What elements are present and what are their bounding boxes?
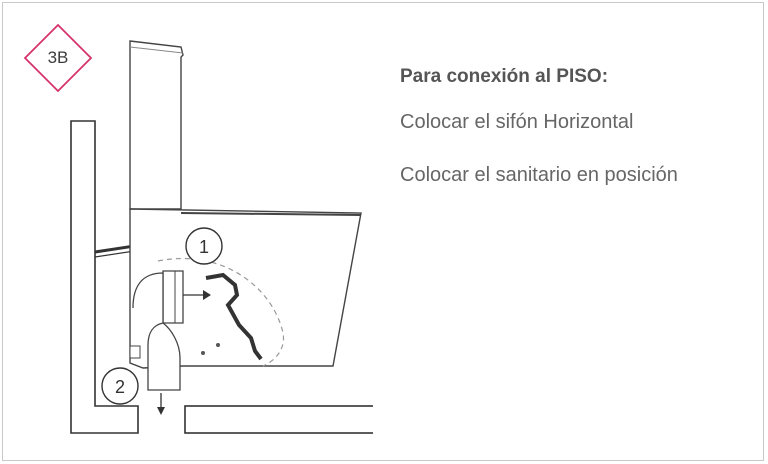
floor-slab <box>184 405 373 434</box>
step-2-number: 2 <box>115 377 125 397</box>
step-1-callout: 1 <box>185 227 223 265</box>
toilet-installation-diagram: 1 2 <box>70 40 373 434</box>
waste-elbow <box>132 272 181 391</box>
siphon-connector <box>162 270 184 324</box>
step-badge-label: 3B <box>47 48 69 67</box>
instruction-line-2: Colocar el sanitario en posición <box>400 164 678 186</box>
instructions: Para conexión al PISO: Colocar el sifón … <box>400 63 760 186</box>
step-1-number: 1 <box>199 237 209 257</box>
step-2-callout: 2 <box>101 367 139 405</box>
cistern <box>129 40 184 210</box>
instruction-line-1: Colocar el sifón Horizontal <box>400 111 634 133</box>
instructions-heading: Para conexión al PISO: <box>400 66 609 87</box>
internal-trap <box>205 272 263 361</box>
wall-and-floor <box>70 120 139 434</box>
diamond-icon <box>23 23 93 93</box>
step-badge: 3B <box>23 23 93 93</box>
